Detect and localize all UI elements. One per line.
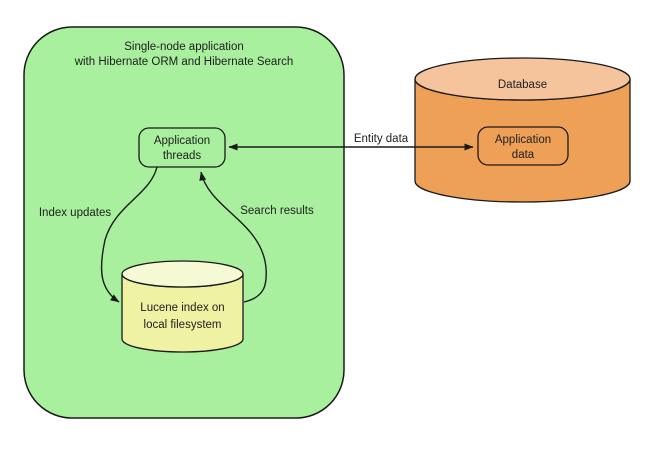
- entity-data-label: Entity data: [354, 133, 409, 145]
- lucene-index-node: Lucene index on local filesystem: [121, 260, 244, 353]
- database-label: Database: [498, 79, 547, 91]
- application-data-node: [477, 126, 569, 166]
- application-threads-label-line2: threads: [163, 150, 202, 162]
- search-results-arrow: [199, 171, 267, 303]
- lucene-index-label-line1: Lucene index on: [140, 302, 224, 314]
- application-threads-box: [138, 127, 226, 168]
- search-results-label: Search results: [240, 205, 314, 217]
- container-title-line1: Single-node application: [124, 41, 244, 53]
- lucene-cylinder-top: [121, 260, 244, 288]
- application-data-label-line2: data: [512, 149, 535, 161]
- single-node-application-container: [23, 26, 345, 419]
- search-results-edge: Search results: [199, 171, 314, 303]
- lucene-index-label-line2: local filesystem: [144, 319, 222, 331]
- database-node: Database Application data: [414, 57, 631, 203]
- index-updates-label: Index updates: [39, 207, 112, 219]
- index-updates-arrow: [100, 166, 158, 303]
- entity-data-edge: Entity data: [228, 133, 474, 151]
- index-updates-edge: Index updates: [39, 166, 158, 303]
- application-data-label-line1: Application: [495, 134, 551, 146]
- container-title-line2: with Hibernate ORM and Hibernate Search: [74, 56, 294, 68]
- application-threads-node: Application threads: [138, 127, 226, 168]
- database-cylinder-top: [414, 57, 631, 101]
- application-threads-label-line1: Application: [154, 135, 210, 147]
